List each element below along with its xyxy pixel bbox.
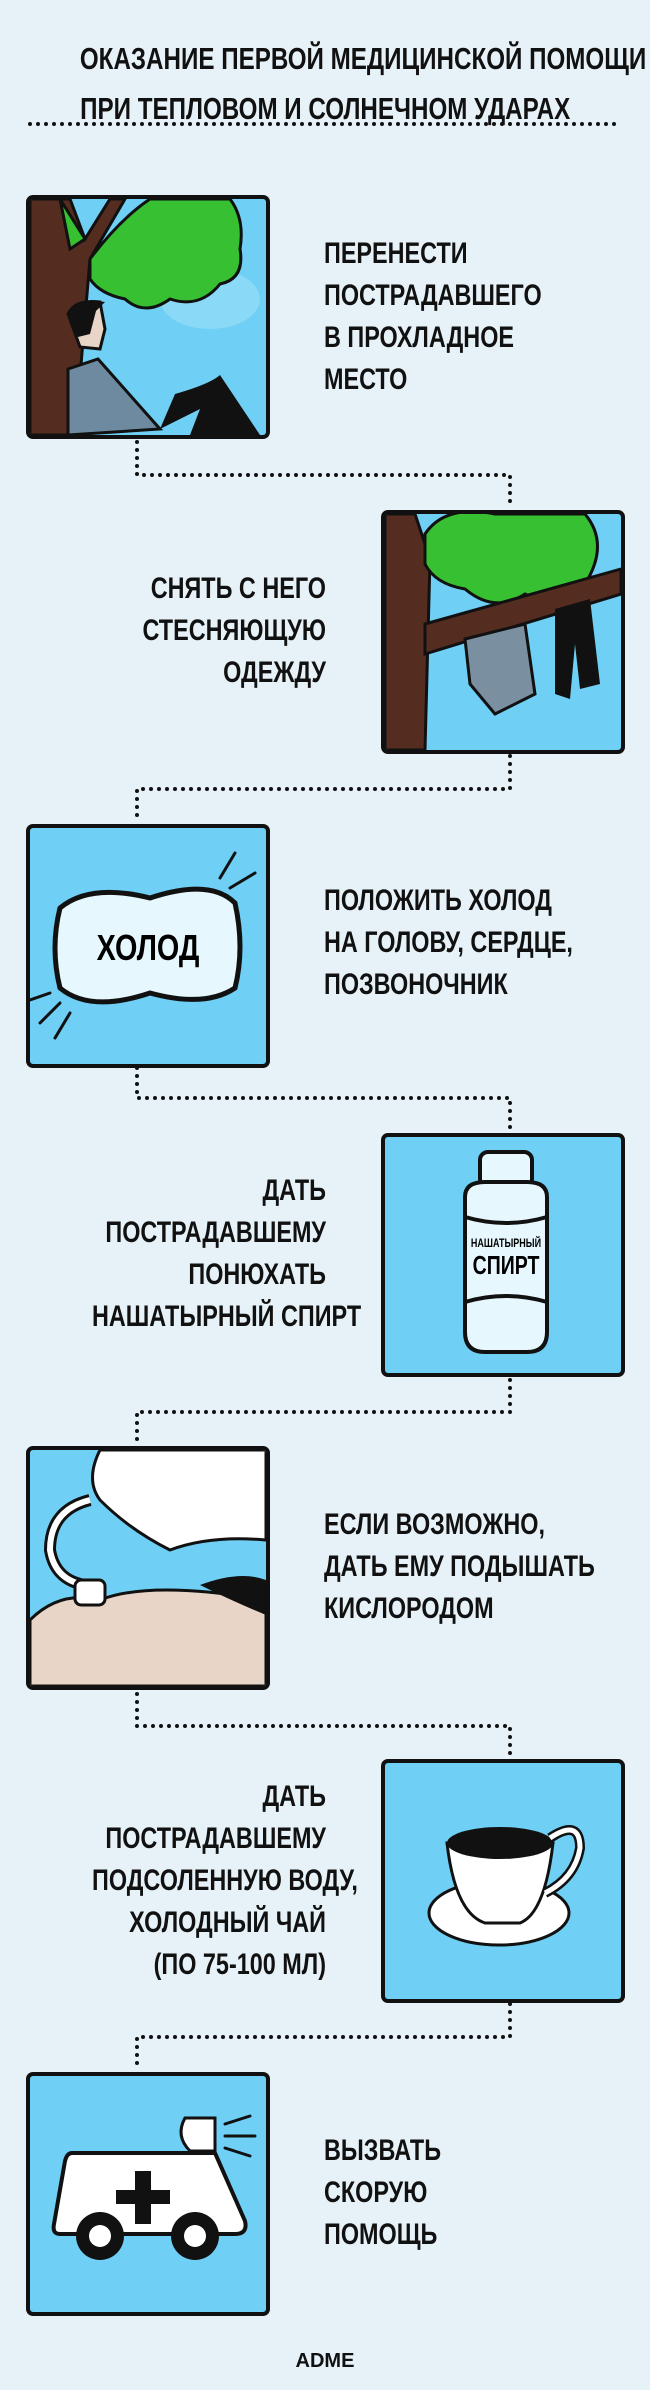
- step-line: НА ГОЛОВУ, СЕРДЦЕ,: [324, 926, 573, 959]
- connector-3-4: [135, 1066, 512, 1132]
- step-line: ПОДСОЛЕННУЮ ВОДУ,: [92, 1864, 358, 1897]
- step-line: В ПРОХЛАДНОЕ: [324, 321, 515, 354]
- step-line: ВЫЗВАТЬ: [324, 2134, 442, 2167]
- step-line: СКОРУЮ: [324, 2176, 428, 2209]
- cold-pack-icon: ХОЛОД: [26, 824, 270, 1068]
- step-line: НАШАТЫРНЫЙ СПИРТ: [92, 1300, 362, 1333]
- step-line: ПОСТРАДАВШЕГО: [324, 279, 542, 312]
- step-5-text: ЕСЛИ ВОЗМОЖНО, ДАТЬ ЕМУ ПОДЫШАТЬ КИСЛОРО…: [324, 1504, 624, 1630]
- oxygen-mask-icon: [26, 1446, 270, 1690]
- step-3-text: ПОЛОЖИТЬ ХОЛОД НА ГОЛОВУ, СЕРДЦЕ, ПОЗВОН…: [324, 880, 624, 1006]
- step-2-text: СНЯТЬ С НЕГО СТЕСНЯЮЩУЮ ОДЕЖДУ: [26, 568, 326, 694]
- step-line: ПОНЮХАТЬ: [188, 1258, 326, 1291]
- cold-pack-label: ХОЛОД: [97, 927, 200, 968]
- step-line: ПОСТРАДАВШЕМУ: [105, 1216, 326, 1249]
- step-line: ДАТЬ: [262, 1780, 326, 1813]
- connector-6-7: [135, 2002, 512, 2072]
- clothes-on-branch-icon: [381, 510, 625, 754]
- connector-5-6: [135, 1692, 512, 1758]
- bottle-label-small: НАШАТЫРНЫЙ: [471, 1236, 541, 1251]
- page-title: ОКАЗАНИЕ ПЕРВОЙ МЕДИЦИНСКОЙ ПОМОЩИ ПРИ Т…: [0, 34, 650, 134]
- step-line: СНЯТЬ С НЕГО: [150, 572, 326, 605]
- step-line: ДАТЬ ЕМУ ПОДЫШАТЬ: [324, 1550, 595, 1583]
- step-line: МЕСТО: [324, 363, 408, 396]
- step-line: ОДЕЖДУ: [223, 656, 326, 689]
- step-6-text: ДАТЬ ПОСТРАДАВШЕМУ ПОДСОЛЕННУЮ ВОДУ, ХОЛ…: [26, 1776, 358, 1986]
- step-line: ПОЗВОНОЧНИК: [324, 968, 508, 1001]
- step-line: КИСЛОРОДОМ: [324, 1592, 494, 1625]
- step-line: ДАТЬ: [262, 1174, 326, 1207]
- connector-4-5: [135, 1378, 512, 1446]
- ammonia-bottle-icon: НАШАТЫРНЫЙ СПИРТ: [381, 1133, 625, 1377]
- person-under-tree-icon: [26, 195, 270, 439]
- step-line: ПЕРЕНЕСТИ: [324, 237, 468, 270]
- step-line: ЕСЛИ ВОЗМОЖНО,: [324, 1508, 545, 1541]
- connector-2-3: [135, 754, 512, 824]
- title-line-2: ПРИ ТЕПЛОВОМ И СОЛНЕЧНОМ УДАРАХ: [79, 91, 571, 126]
- step-4-text: ДАТЬ ПОСТРАДАВШЕМУ ПОНЮХАТЬ НАШАТЫРНЫЙ С…: [26, 1170, 362, 1338]
- tea-cup-icon: [381, 1759, 625, 2003]
- ambulance-icon: [26, 2072, 270, 2316]
- step-1-text: ПЕРЕНЕСТИ ПОСТРАДАВШЕГО В ПРОХЛАДНОЕ МЕС…: [324, 233, 624, 401]
- brand-logo: ADME: [295, 2350, 355, 2372]
- step-line: СТЕСНЯЮЩУЮ: [142, 614, 326, 647]
- step-line: ХОЛОДНЫЙ ЧАЙ: [129, 1906, 326, 1939]
- step-line: ПОЛОЖИТЬ ХОЛОД: [324, 884, 552, 917]
- bottle-label-big: СПИРТ: [473, 1250, 540, 1279]
- title-line-1: ОКАЗАНИЕ ПЕРВОЙ МЕДИЦИНСКОЙ ПОМОЩИ: [79, 41, 647, 76]
- connector-1-2: [135, 440, 512, 510]
- step-7-text: ВЫЗВАТЬ СКОРУЮ ПОМОЩЬ: [324, 2130, 624, 2256]
- step-line: (ПО 75-100 МЛ): [153, 1948, 326, 1981]
- step-line: ПОМОЩЬ: [324, 2218, 438, 2251]
- step-line: ПОСТРАДАВШЕМУ: [105, 1822, 326, 1855]
